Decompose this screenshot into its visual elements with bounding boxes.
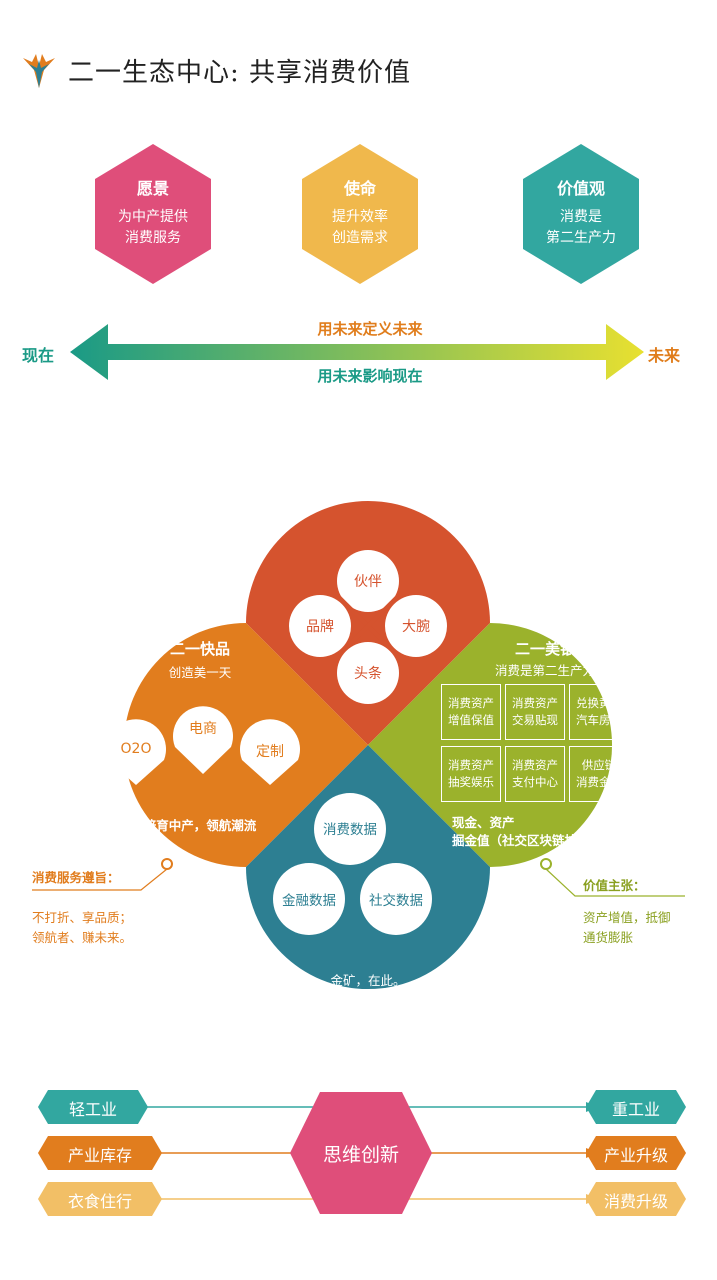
data-circle-finance	[273, 863, 345, 935]
quick-subtitle: 创造美一天	[168, 665, 232, 680]
social-celebrity-label: 大腕	[402, 619, 430, 635]
left-note-heading: 消费服务遵旨：	[32, 870, 120, 885]
left-tag-light-industry	[38, 1090, 148, 1124]
hexagon-mission-text: 使命 提升效率创造需求	[302, 175, 418, 249]
silver-cell: 消费资产增值保值	[441, 684, 501, 740]
vision-title: 愿景	[136, 179, 169, 198]
silver-cell: 消费资产抽奖娱乐	[441, 746, 501, 802]
timeline-right-label: 未来	[648, 346, 681, 365]
data-finance-label: 金融数据	[282, 893, 336, 909]
quick-pin-custom	[240, 719, 300, 785]
social-item-brand	[289, 595, 351, 657]
right-tag-consumption-upgrade	[586, 1182, 686, 1216]
silver-footer-line2: 掘金值（社交区块链技术）	[452, 833, 603, 848]
quick-title: 二一快品	[169, 640, 230, 658]
silver-cell: 兑换黄金汽车房子	[569, 684, 629, 740]
social-item-celebrity	[385, 595, 447, 657]
social-subtitle: 分享创造价值	[330, 483, 406, 498]
vision-line1: 为中产提供	[118, 209, 188, 225]
hexagon-row	[95, 144, 639, 284]
right-label-industry-upgrade: 产业升级	[603, 1146, 668, 1165]
center-hexagon	[290, 1092, 432, 1214]
page-title: 二一生态中心: 共享消费价值	[68, 58, 412, 88]
left-note-line2: 领航者、赚未来。	[32, 930, 133, 945]
timeline-bottom-label: 用未来影响现在	[317, 367, 423, 385]
left-label-light-industry: 轻工业	[68, 1100, 117, 1119]
left-tag-inventory	[38, 1136, 162, 1170]
social-brand-label: 品牌	[306, 619, 334, 635]
social-headline-label: 头条	[354, 666, 382, 682]
left-note-line1: 不打折、享品质；	[32, 910, 133, 925]
quick-ecommerce-label: 电商	[189, 721, 217, 737]
right-tag-industry-upgrade	[586, 1136, 686, 1170]
hexagon-values	[523, 144, 639, 284]
silver-cell: 消费资产支付中心	[505, 746, 565, 802]
timeline-top-label: 用未来定义未来	[317, 320, 423, 338]
transformation-diagram	[38, 1090, 686, 1216]
quick-o2o-label: O2O	[120, 741, 152, 757]
data-consumption-label: 消费数据	[323, 822, 377, 838]
social-partner-label: 伙伴	[354, 574, 382, 590]
quick-pin-ecommerce	[173, 706, 233, 774]
petal-social	[245, 500, 490, 745]
timeline-left-label: 现在	[22, 346, 55, 365]
center-label: 思维创新	[322, 1144, 399, 1166]
quick-custom-label: 定制	[256, 744, 284, 760]
right-note-heading: 价值主张：	[583, 878, 646, 893]
hexagon-vision-text: 愿景 为中产提供消费服务	[95, 175, 211, 249]
hexagon-vision	[95, 144, 211, 284]
hexagon-values-text: 价值观 消费是第二生产力	[523, 175, 639, 249]
social-item-headline	[337, 642, 399, 704]
quick-pin-o2o	[106, 719, 166, 785]
silver-title: 二一美银	[514, 640, 575, 658]
silver-cell: 消费资产交易贴现	[505, 684, 565, 740]
data-circle-consumption	[314, 793, 386, 865]
silver-cell: 供应链消费金融	[569, 746, 629, 802]
data-subtitle: 金矿，在此。	[330, 973, 406, 988]
values-line2: 第二生产力	[546, 230, 616, 246]
left-label-daily-life: 衣食住行	[67, 1192, 132, 1211]
left-label-inventory: 产业库存	[67, 1146, 132, 1165]
mission-line1: 提升效率	[332, 209, 388, 225]
hexagon-mission	[302, 144, 418, 284]
right-tag-heavy-industry	[586, 1090, 686, 1124]
quick-footer: 培育中产，领航潮流	[143, 818, 257, 833]
data-circle-social	[360, 863, 432, 935]
phoenix-logo-icon	[23, 54, 55, 88]
silver-subtitle: 消费是第二生产力	[494, 663, 595, 678]
timeline-arrow	[70, 324, 644, 380]
right-label-consumption-upgrade: 消费升级	[603, 1192, 668, 1211]
values-title: 价值观	[556, 179, 605, 198]
petal-diagram	[32, 500, 685, 990]
values-line1: 消费是	[560, 209, 602, 225]
data-title: 二一大数据	[330, 992, 406, 1010]
left-tag-daily-life	[38, 1182, 162, 1216]
mission-line2: 创造需求	[332, 230, 388, 246]
social-item-partner	[337, 550, 399, 612]
mission-title: 使命	[343, 179, 376, 198]
right-note-line1: 资产增值，抵御	[583, 910, 671, 925]
right-note-line2: 通货膨胀	[583, 930, 634, 945]
data-social-label: 社交数据	[369, 893, 423, 909]
vision-line2: 消费服务	[125, 230, 181, 246]
right-label-heavy-industry: 重工业	[611, 1100, 660, 1119]
silver-footer-line1: 现金、资产	[452, 815, 515, 830]
social-title: 二一社交	[337, 458, 398, 476]
